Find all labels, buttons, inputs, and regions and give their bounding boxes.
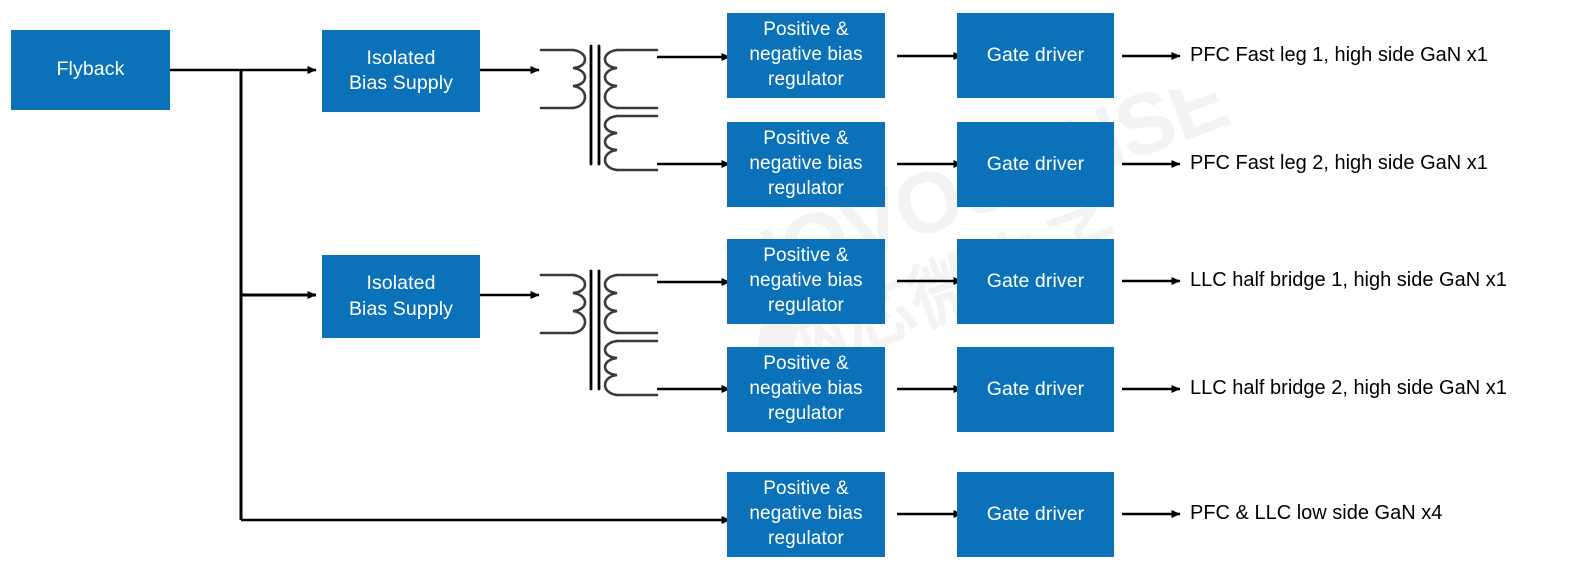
flyback-block[interactable]: Flyback: [11, 30, 170, 110]
gate-driver-block-4[interactable]: Gate driver: [957, 347, 1114, 432]
bias-regulator-block-4[interactable]: Positive & negative bias regulator: [727, 347, 885, 432]
gate-driver-block-2[interactable]: Gate driver: [957, 122, 1114, 207]
transformer-2-symbol: [539, 269, 659, 397]
bias-regulator-block-2[interactable]: Positive & negative bias regulator: [727, 122, 885, 207]
output-label-3: LLC half bridge 1, high side GaN x1: [1190, 269, 1507, 291]
gate-driver-block-3[interactable]: Gate driver: [957, 239, 1114, 324]
output-label-4: LLC half bridge 2, high side GaN x1: [1190, 377, 1507, 399]
bias-regulator-block-1[interactable]: Positive & negative bias regulator: [727, 13, 885, 98]
output-label-1: PFC Fast leg 1, high side GaN x1: [1190, 44, 1488, 66]
output-label-2: PFC Fast leg 2, high side GaN x1: [1190, 152, 1488, 174]
transformer-1-symbol: [539, 44, 659, 172]
bias-regulator-block-5[interactable]: Positive & negative bias regulator: [727, 472, 885, 557]
isolated-bias-supply-block-2[interactable]: Isolated Bias Supply: [322, 255, 480, 338]
gate-driver-block-5[interactable]: Gate driver: [957, 472, 1114, 557]
isolated-bias-supply-block-1[interactable]: Isolated Bias Supply: [322, 30, 480, 112]
output-label-5: PFC & LLC low side GaN x4: [1190, 502, 1443, 524]
bias-regulator-block-3[interactable]: Positive & negative bias regulator: [727, 239, 885, 324]
gate-driver-block-1[interactable]: Gate driver: [957, 13, 1114, 98]
